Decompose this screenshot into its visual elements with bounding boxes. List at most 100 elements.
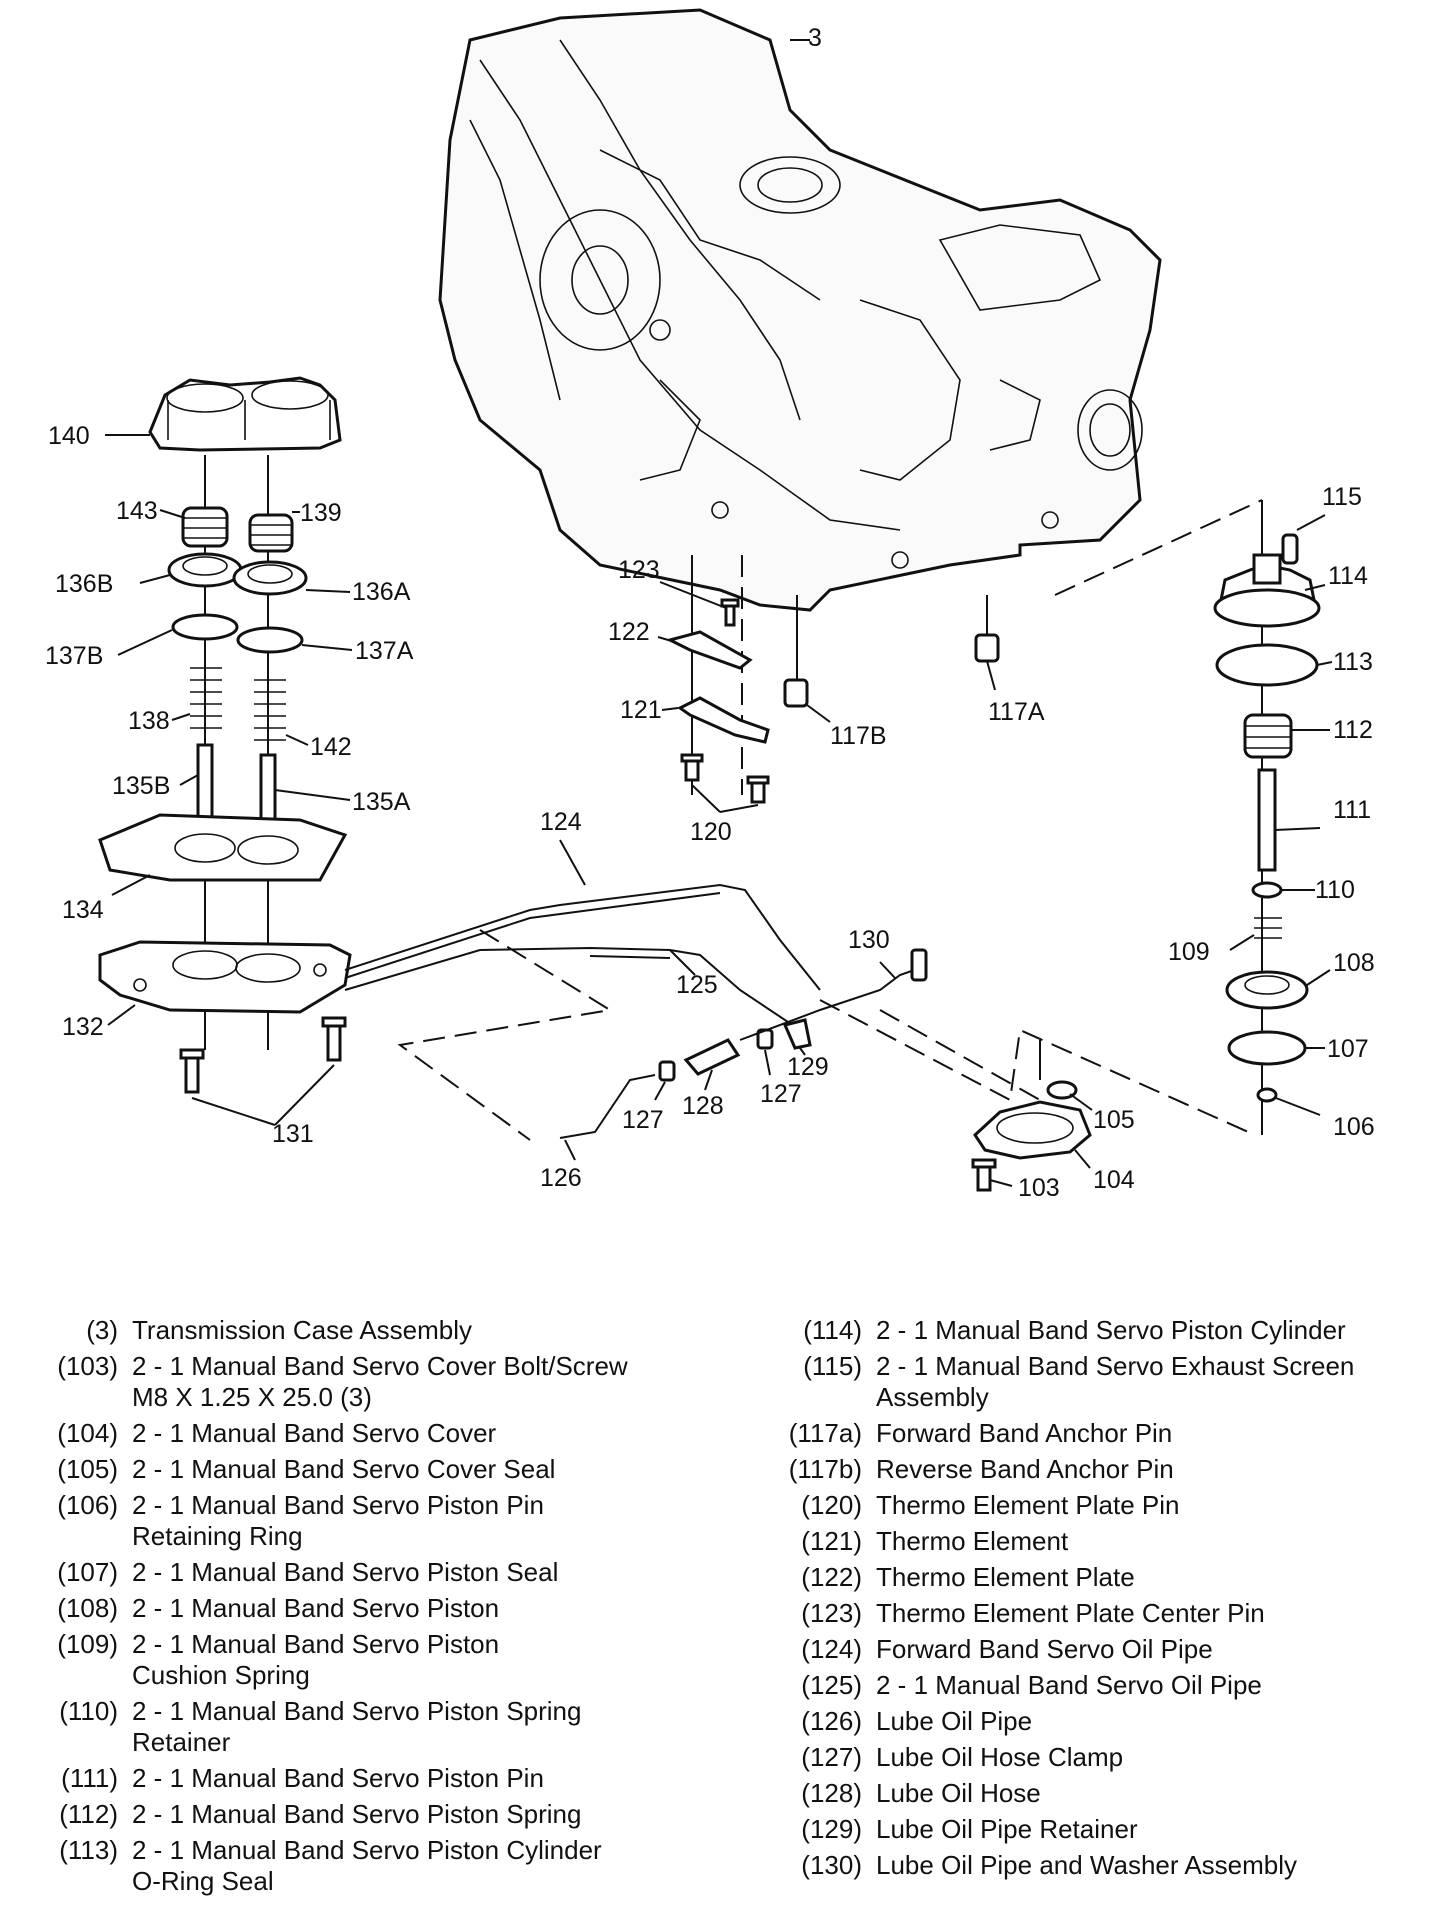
legend-item-description: 2 - 1 Manual Band Servo Piston Cushion S…	[132, 1629, 500, 1690]
transmission-case	[438, 8, 1162, 612]
dashed-guide-left	[397, 929, 613, 1141]
callout-121: 121	[620, 696, 662, 724]
legend-right-column: (114)2 - 1 Manual Band Servo Piston Cyli…	[772, 1315, 1442, 1886]
part-104	[973, 1100, 1092, 1160]
legend-item: (129)Lube Oil Pipe Retainer	[772, 1814, 1442, 1845]
part-111	[1257, 768, 1277, 872]
legend-item: (114)2 - 1 Manual Band Servo Piston Cyli…	[772, 1315, 1442, 1346]
legend-item-number: (108)	[57, 1593, 118, 1623]
legend-item-description: Transmission Case Assembly	[132, 1315, 473, 1345]
legend-item-description: Lube Oil Pipe Retainer	[876, 1814, 1138, 1844]
legend-item-description: 2 - 1 Manual Band Servo Cover	[132, 1418, 497, 1448]
callout-122: 122	[608, 618, 650, 646]
legend-item-number: (107)	[57, 1557, 118, 1587]
callout-128: 128	[682, 1092, 724, 1120]
callout-142: 142	[310, 733, 352, 761]
part-137B	[171, 613, 239, 641]
legend-left-column: (3)Transmission Case Assembly(103)2 - 1 …	[28, 1315, 728, 1902]
callout-123: 123	[618, 556, 660, 584]
legend-item-number: (117b)	[788, 1454, 862, 1484]
callout-104: 104	[1093, 1166, 1135, 1194]
parts-legend: (3)Transmission Case Assembly(103)2 - 1 …	[0, 1315, 1456, 1905]
legend-item-description: 2 - 1 Manual Band Servo Piston Cylinder …	[132, 1835, 602, 1896]
legend-item-description: Thermo Element Plate Pin	[876, 1490, 1180, 1520]
legend-item: (106)2 - 1 Manual Band Servo Piston Pin …	[28, 1490, 728, 1552]
legend-item-description: 2 - 1 Manual Band Servo Oil Pipe	[876, 1670, 1262, 1700]
legend-item: (117b) Reverse Band Anchor Pin	[772, 1454, 1442, 1485]
legend-item-number: (123)	[801, 1598, 862, 1628]
callout-127a: 127	[622, 1106, 664, 1134]
legend-item-description: Reverse Band Anchor Pin	[876, 1454, 1174, 1484]
callout-136A: 136A	[352, 578, 411, 606]
legend-item: (115)2 - 1 Manual Band Servo Exhaust Scr…	[772, 1351, 1442, 1413]
legend-item-number: (104)	[57, 1418, 118, 1448]
part-112	[1243, 713, 1293, 759]
legend-item-number: (130)	[801, 1850, 862, 1880]
legend-item: (127) Lube Oil Hose Clamp	[772, 1742, 1442, 1773]
part-132	[98, 940, 352, 1014]
legend-item-number: (122)	[801, 1562, 862, 1592]
callout-137B: 137B	[45, 642, 103, 670]
legend-item: (122) Thermo Element Plate	[772, 1562, 1442, 1593]
part-124	[344, 883, 821, 991]
legend-item-number: (125)	[801, 1670, 862, 1700]
legend-item-description: Lube Oil Pipe and Washer Assembly	[876, 1850, 1298, 1880]
legend-item-number: (128)	[801, 1778, 862, 1808]
legend-item-description: Forward Band Anchor Pin	[876, 1418, 1173, 1448]
legend-item-description: 2 - 1 Manual Band Servo Exhaust Screen A…	[876, 1351, 1355, 1412]
part-129	[782, 1018, 812, 1050]
legend-item-number: (127)	[801, 1742, 862, 1772]
callout-139: 139	[300, 499, 342, 527]
callout-114: 114	[1328, 562, 1368, 590]
callout-135A: 135A	[352, 788, 411, 816]
part-139	[248, 513, 294, 553]
legend-item: (108)2 - 1 Manual Band Servo Piston	[28, 1593, 728, 1624]
part-128	[683, 1038, 741, 1076]
callout-143: 143	[116, 497, 158, 525]
part-109	[1254, 917, 1282, 939]
legend-item-number: (124)	[801, 1634, 862, 1664]
legend-item-number: (126)	[801, 1706, 862, 1736]
part-110	[1251, 881, 1283, 899]
legend-item: (107) 2 - 1 Manual Band Servo Piston Seal	[28, 1557, 728, 1588]
legend-item-number: (114)	[803, 1315, 862, 1345]
callout-132: 132	[62, 1013, 104, 1041]
part-140	[148, 376, 342, 452]
part-143	[181, 506, 229, 548]
legend-item: (123) Thermo Element Plate Center Pin	[772, 1598, 1442, 1629]
legend-item-number: (111)	[61, 1763, 118, 1793]
legend-item-description: Thermo Element	[876, 1526, 1069, 1556]
callout-110: 110	[1315, 876, 1355, 904]
callout-129: 129	[787, 1053, 829, 1081]
part-135B	[196, 743, 214, 827]
legend-item: (120)Thermo Element Plate Pin	[772, 1490, 1442, 1521]
callout-131: 131	[272, 1120, 314, 1148]
part-121	[677, 696, 770, 744]
part-106	[1256, 1087, 1278, 1103]
callout-117B: 117B	[830, 722, 887, 750]
legend-item-description: 2 - 1 Manual Band Servo Piston Seal	[132, 1557, 559, 1587]
legend-item: (117a)Forward Band Anchor Pin	[772, 1418, 1442, 1449]
part-115	[1281, 533, 1299, 565]
legend-item-description: Lube Oil Hose Clamp	[876, 1742, 1124, 1772]
part-107	[1227, 1030, 1307, 1066]
legend-item-number: (112)	[59, 1799, 118, 1829]
legend-item-description: Thermo Element Plate	[876, 1562, 1135, 1592]
part-136B	[167, 552, 243, 588]
legend-item: (3)Transmission Case Assembly	[28, 1315, 728, 1346]
legend-item-description: 2 - 1 Manual Band Servo Piston Spring	[132, 1799, 582, 1829]
callout-140: 140	[48, 422, 90, 450]
callout-105: 105	[1093, 1106, 1135, 1134]
part-137A	[236, 626, 304, 654]
part-117A	[974, 633, 1000, 663]
legend-item-description: 2 - 1 Manual Band Servo Piston Pin Retai…	[132, 1490, 544, 1551]
legend-item-description: Lube Oil Pipe	[876, 1706, 1033, 1736]
callout-107: 107	[1327, 1035, 1369, 1063]
callout-115: 115	[1322, 483, 1362, 511]
legend-item-number: (105)	[57, 1454, 118, 1484]
part-105	[1046, 1080, 1078, 1100]
legend-item-description: Thermo Element Plate Center Pin	[876, 1598, 1265, 1628]
legend-item-number: (109)	[57, 1629, 118, 1659]
part-130	[739, 967, 921, 1041]
callout-108: 108	[1333, 949, 1375, 977]
